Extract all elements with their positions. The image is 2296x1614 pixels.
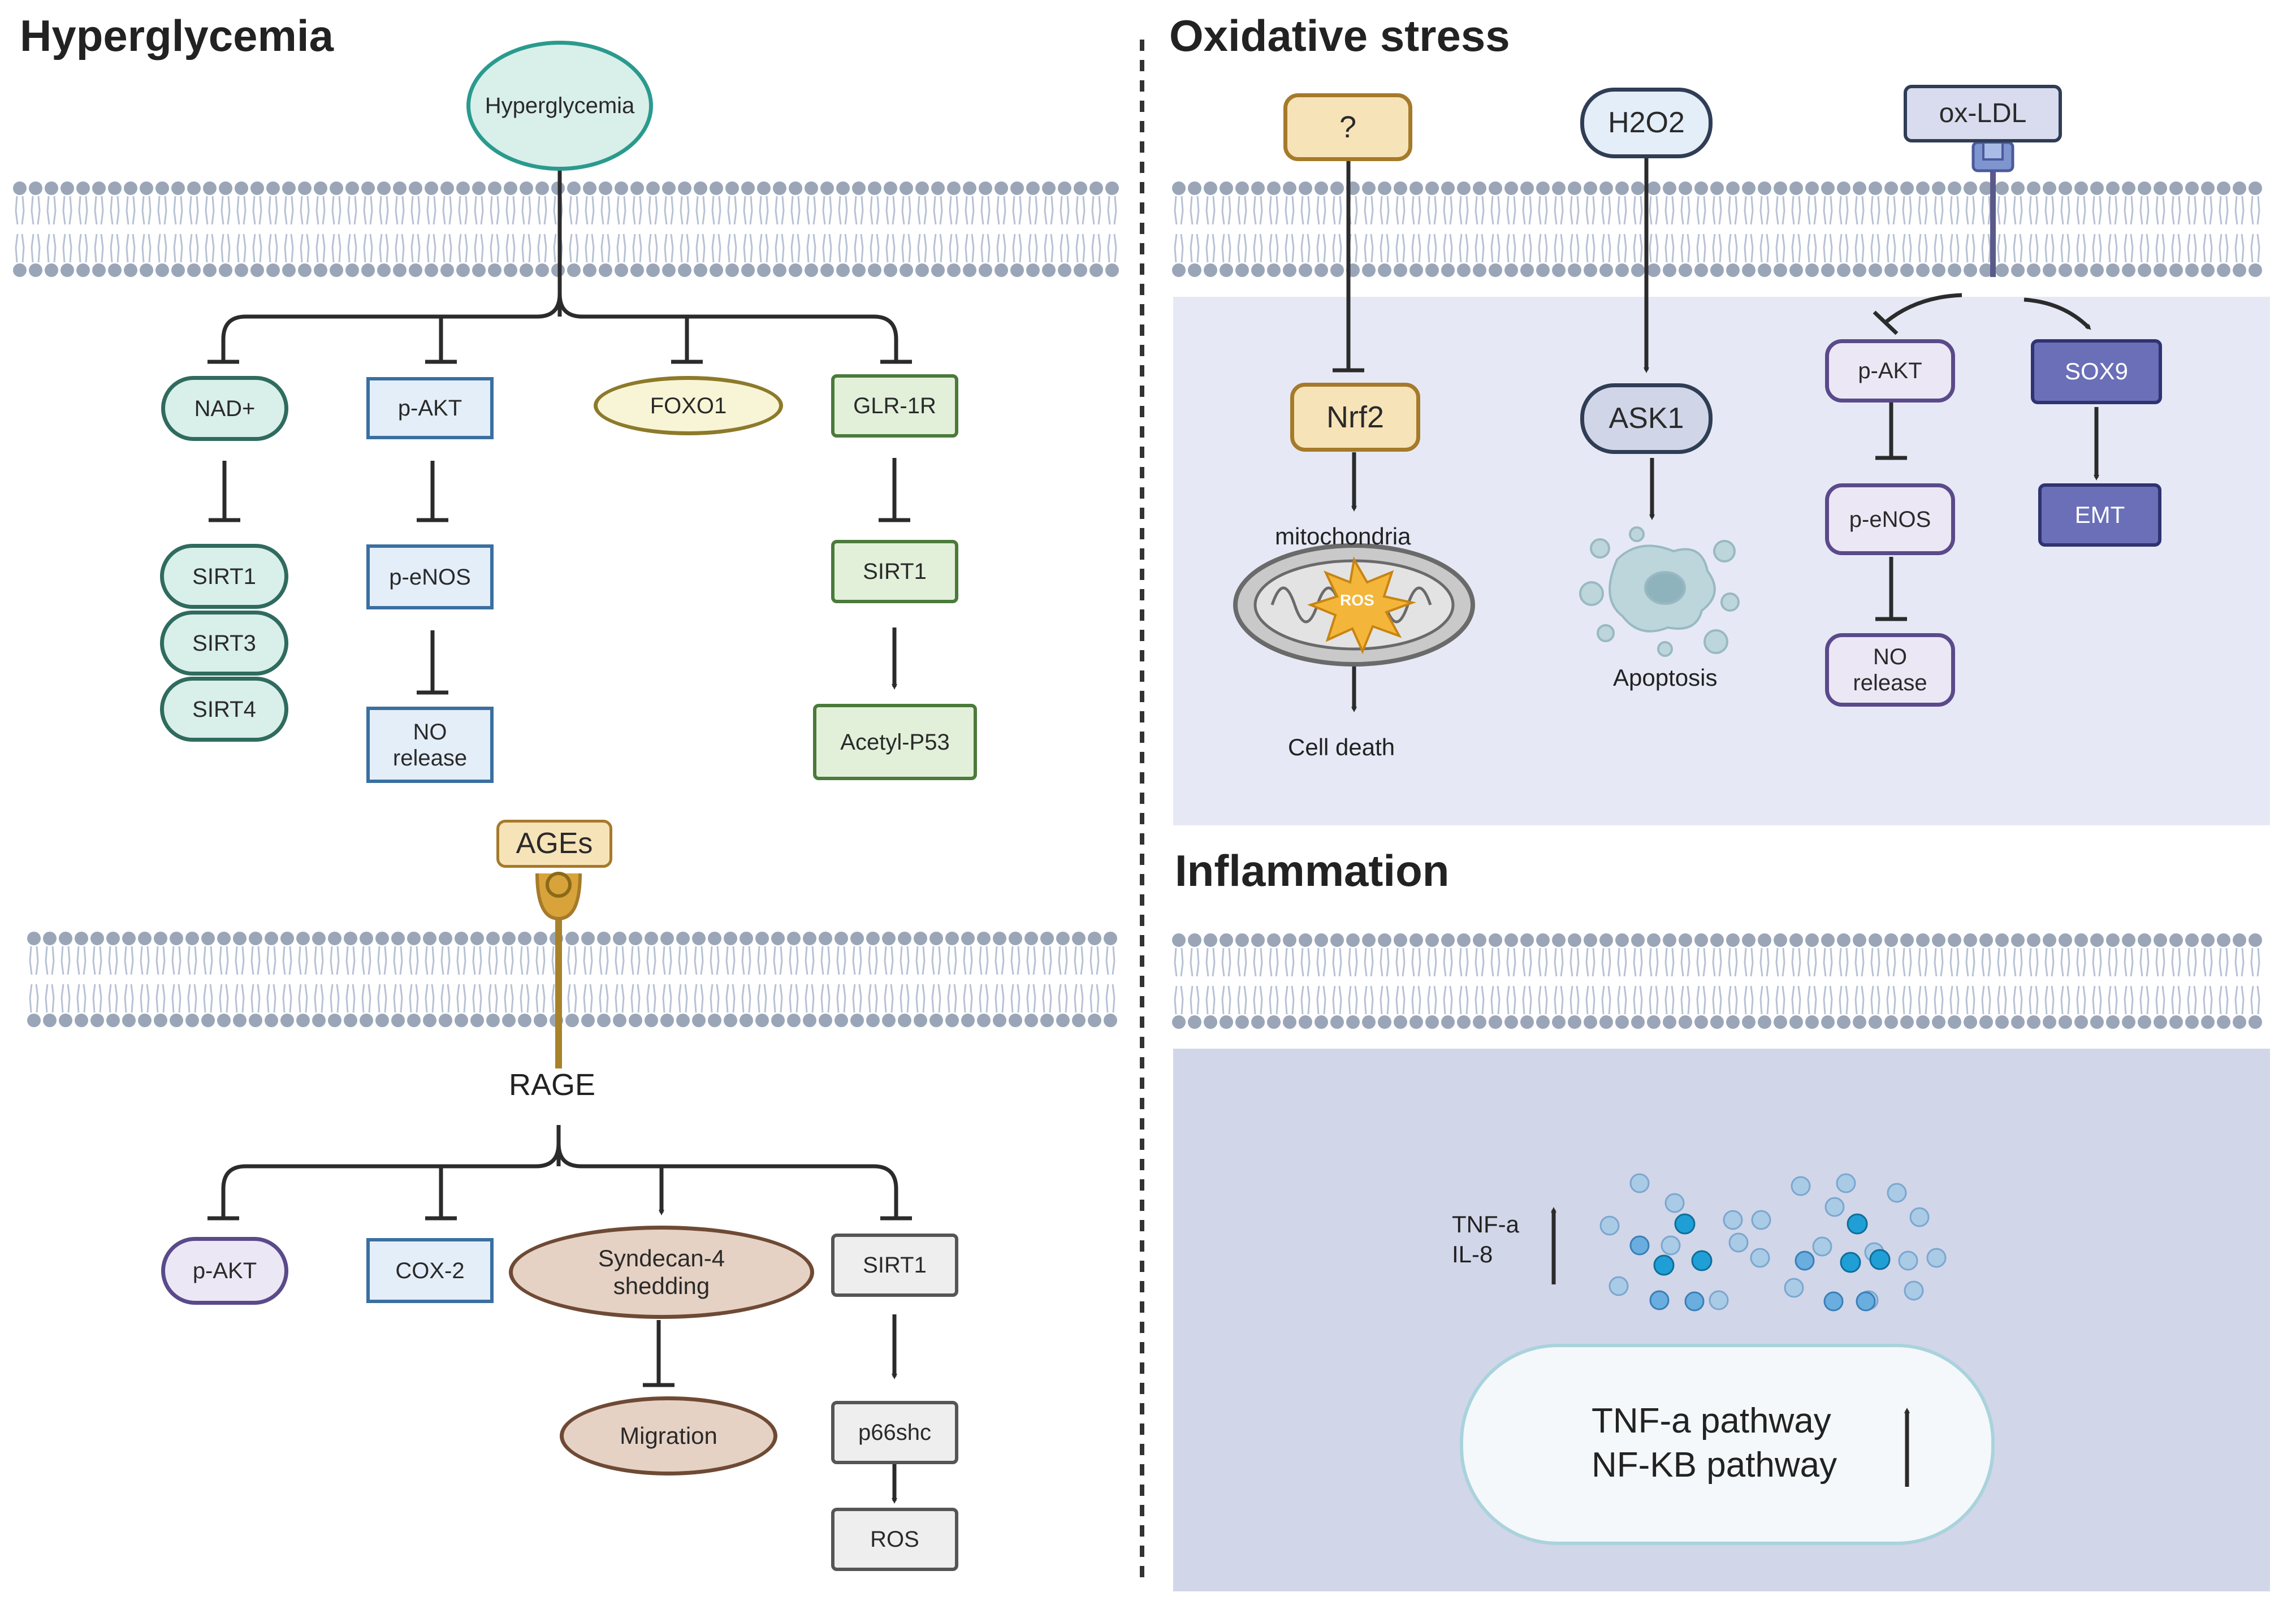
cytokine-particle <box>1926 1248 1947 1268</box>
cytokine-particle <box>1750 1248 1770 1268</box>
membrane-bilayer <box>1172 933 2262 1029</box>
apoptosis-icon <box>1579 526 1740 657</box>
node-syndecan4-shedding: Syndecan-4 shedding <box>509 1226 814 1319</box>
node-p66shc: p66shc <box>831 1401 958 1464</box>
cytokine-particle <box>1674 1213 1696 1235</box>
label-rage: RAGE <box>509 1068 596 1102</box>
cytokine-particle <box>1791 1176 1811 1196</box>
label-cell-death: Cell death <box>1288 734 1395 760</box>
oxidative-connectors <box>1333 161 1962 621</box>
section-title-hyperglycemia: Hyperglycemia <box>20 11 334 60</box>
cytokine-particle <box>1709 1290 1729 1310</box>
node-sirt1: SIRT1 <box>160 544 288 609</box>
cytokine-particle <box>1824 1197 1845 1217</box>
cytokine-particle <box>1751 1210 1771 1230</box>
node-ask1: ASK1 <box>1580 383 1713 454</box>
node-sirt3: SIRT3 <box>160 611 288 676</box>
cytokine-particle <box>1795 1250 1815 1271</box>
cytokine-particle <box>1691 1250 1713 1271</box>
node-cox2: COX-2 <box>366 1238 494 1303</box>
cytokine-particle <box>1784 1278 1804 1298</box>
pathway-box <box>1460 1344 1995 1545</box>
node-nrf2: Nrf2 <box>1290 383 1420 452</box>
label-pathways: TNF-a pathway NF-KB pathway <box>1592 1401 1837 1485</box>
node-sirt4: SIRT4 <box>160 677 288 742</box>
node-no-release-hyper: NO release <box>366 707 494 783</box>
hyperglycemia-connectors <box>207 170 912 695</box>
cytokine-particle <box>1840 1252 1861 1273</box>
label-mitochondria: mitochondria <box>1275 523 1411 549</box>
membrane-bilayer <box>13 181 1119 277</box>
node-pakt-rage: p-AKT <box>161 1237 288 1305</box>
node-acetyl-p53: Acetyl-P53 <box>813 704 977 780</box>
section-title-oxidative-stress: Oxidative stress <box>1169 11 1510 60</box>
oxldl-receptor <box>1971 141 2014 277</box>
cytokine-particle <box>1904 1280 1924 1301</box>
cytokine-particle <box>1869 1249 1891 1270</box>
label-ros-burst: ROS <box>1340 591 1374 609</box>
cytokine-particle <box>1653 1254 1675 1276</box>
cytokine-particle <box>1728 1232 1749 1253</box>
cytokine-particle <box>1909 1207 1930 1227</box>
node-hyperglycemia: Hyperglycemia <box>466 41 653 171</box>
node-nad: NAD+ <box>161 376 288 441</box>
cytokine-particle <box>1684 1291 1705 1312</box>
membrane-bilayer <box>27 932 1117 1027</box>
membrane-bilayer <box>1172 181 2262 277</box>
cytokine-particle <box>1629 1173 1650 1193</box>
cytokine-particle <box>1812 1236 1832 1257</box>
ros-burst-icon <box>1307 556 1417 655</box>
cytokine-particle <box>1836 1173 1856 1193</box>
cytokine-particle <box>1887 1183 1907 1203</box>
cytokine-particle <box>1629 1235 1650 1256</box>
cell-membranes <box>13 181 2262 1029</box>
node-unknown-stimulus: ? <box>1283 93 1412 161</box>
node-sirt1-rage: SIRT1 <box>831 1234 958 1297</box>
cytokine-particle <box>1847 1213 1868 1235</box>
node-no-release-ox: NO release <box>1825 633 1955 707</box>
node-emt: EMT <box>2038 483 2161 547</box>
cytokine-particle <box>1723 1210 1743 1230</box>
node-ros-rage: ROS <box>831 1508 958 1571</box>
arrow-oxldl-sox9 <box>2023 297 2091 330</box>
cytokine-particle <box>1599 1215 1620 1236</box>
label-cytokines: TNF-a IL-8 <box>1452 1211 1519 1267</box>
cytokine-particle <box>1609 1276 1629 1296</box>
section-title-inflammation: Inflammation <box>1175 846 1450 895</box>
rage-receptor <box>535 872 582 1068</box>
node-migration: Migration <box>560 1396 777 1475</box>
cytokine-particle <box>1856 1291 1876 1312</box>
node-sox9: SOX9 <box>2031 339 2162 404</box>
node-oxldl: ox-LDL <box>1904 85 2062 142</box>
cytokine-particle <box>1823 1291 1844 1312</box>
node-foxo1: FOXO1 <box>594 376 783 435</box>
cytokine-particle <box>1661 1235 1681 1256</box>
cytokine-particle <box>1898 1250 1918 1271</box>
cytokine-particle <box>1649 1290 1670 1310</box>
cytokine-particles <box>1599 1173 1947 1312</box>
cytokine-particle <box>1664 1193 1685 1213</box>
node-h2o2: H2O2 <box>1580 88 1713 158</box>
node-penos-hyper: p-eNOS <box>366 544 494 609</box>
node-glr1r: GLR-1R <box>831 374 958 438</box>
node-pakt-ox: p-AKT <box>1825 339 1955 403</box>
rage-connectors <box>207 1125 912 1387</box>
node-pakt-hyper: p-AKT <box>366 377 494 439</box>
node-penos-ox: p-eNOS <box>1825 483 1955 555</box>
label-apoptosis: Apoptosis <box>1613 664 1718 691</box>
node-sirt1-glr: SIRT1 <box>831 540 958 603</box>
node-ages: AGEs <box>496 820 612 868</box>
